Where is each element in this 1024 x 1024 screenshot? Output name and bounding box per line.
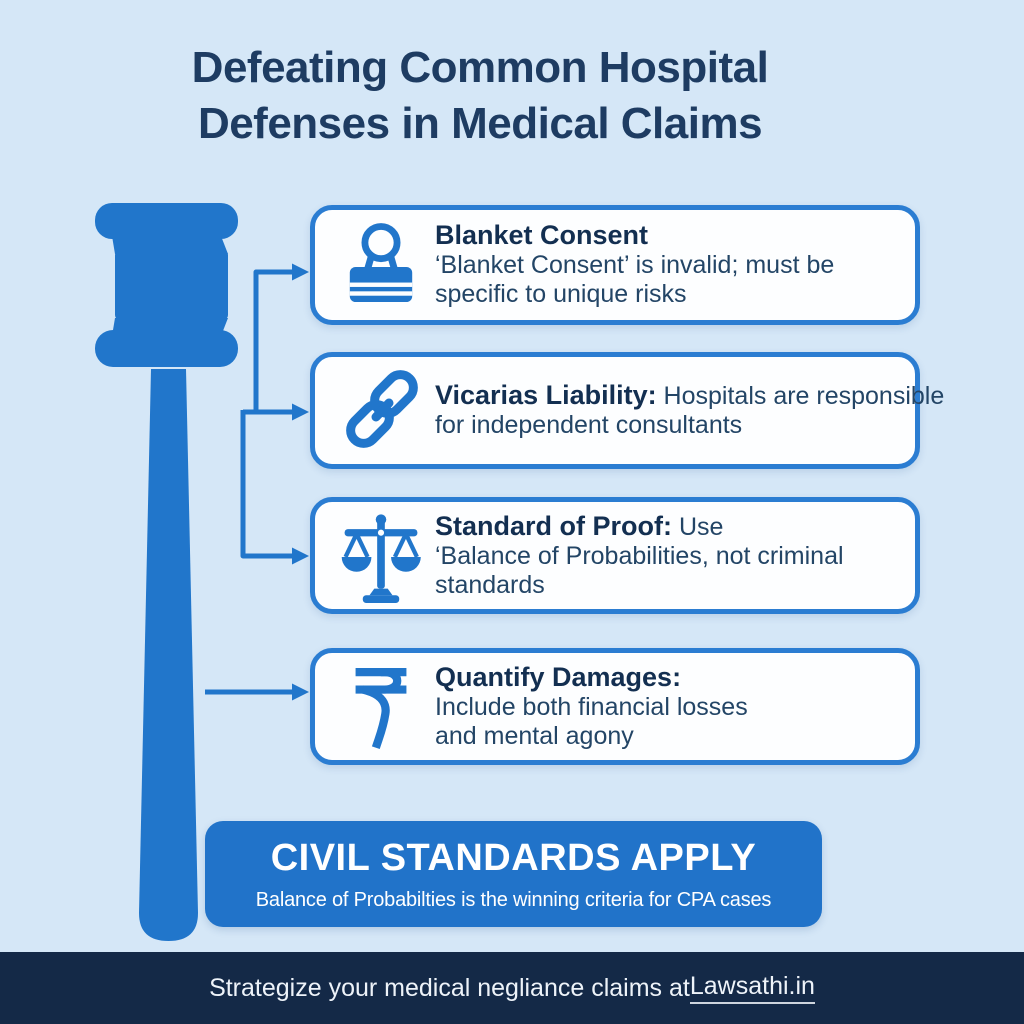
card-body: ‘Blanket Consent’ is invalid; must be sp…: [435, 251, 835, 308]
lawsathi-link[interactable]: Lawsathi.in: [689, 972, 815, 1004]
scales-icon: [335, 508, 427, 604]
page-title-line1: Defeating Common Hospital: [191, 43, 769, 92]
civil-standards-banner: CIVIL STANDARDS APPLY Balance of Probabi…: [205, 821, 822, 927]
card-heading: Standard of Proof:: [435, 510, 672, 541]
banner-title: CIVIL STANDARDS APPLY: [270, 836, 757, 879]
connector-arrowheads: [292, 263, 309, 701]
defense-card-quantify-damages: Quantify Damages: Include both financial…: [310, 648, 920, 765]
page-title: Defeating Common Hospital Defenses in Me…: [0, 40, 960, 152]
card-body: Hospitals are responsible for independen…: [435, 382, 945, 439]
rupee-icon: [335, 662, 427, 752]
card-heading: Blanket Consent: [435, 220, 649, 250]
defense-card-vicarious-liability: Vicarias Liability: Hospitals are respon…: [310, 352, 944, 469]
card-body: Use ‘Balance of Probabilities, not crimi…: [435, 512, 844, 599]
card-text: Standard of Proof: Use ‘Balance of Proba…: [435, 510, 844, 600]
footer-text: Strategize your medical negliance claims…: [209, 973, 690, 1002]
card-heading: Vicarias Liability:: [435, 380, 657, 410]
banner-subtitle: Balance of Probabilties is the winning c…: [255, 888, 772, 911]
card-body: Include both financial losses and mental…: [435, 692, 748, 750]
card-text: Blanket Consent ‘Blanket Consent’ is inv…: [435, 221, 834, 309]
page-title-line2: Defenses in Medical Claims: [197, 99, 763, 148]
connector-arrows: [205, 269, 293, 695]
card-text: Quantify Damages: Include both financial…: [435, 661, 748, 751]
chain-link-icon: [335, 365, 427, 457]
defense-card-standard-of-proof: Standard of Proof: Use ‘Balance of Proba…: [310, 497, 920, 614]
footer-bar: Strategize your medical negliance claims…: [0, 952, 1024, 1024]
defense-card-blanket-consent: Blanket Consent ‘Blanket Consent’ is inv…: [310, 205, 920, 325]
stamp-icon: [335, 218, 427, 312]
card-heading: Quantify Damages:: [435, 661, 682, 692]
card-text: Vicarias Liability: Hospitals are respon…: [435, 381, 944, 440]
